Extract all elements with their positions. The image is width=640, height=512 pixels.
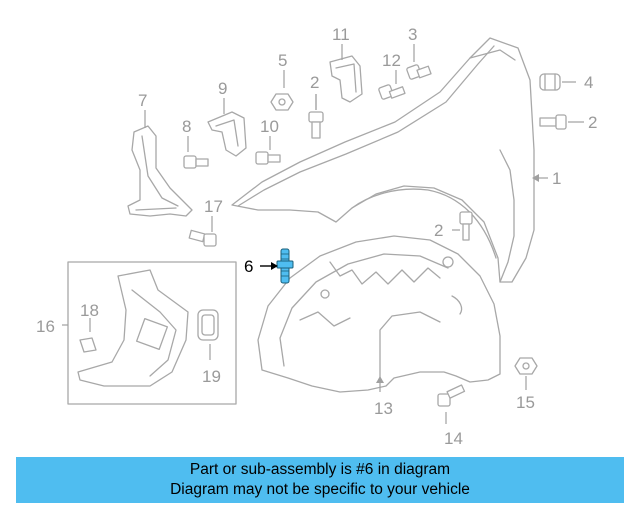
callout-6: 6: [244, 257, 253, 276]
bolt-part-3: [406, 44, 432, 80]
banner-line-2: Diagram may not be specific to your vehi…: [170, 481, 470, 498]
callout-10: 10: [260, 117, 279, 136]
callout-7: 7: [138, 91, 147, 110]
bracket-part-9: [207, 98, 247, 157]
callout-14: 14: [444, 429, 463, 448]
callout-5: 5: [278, 51, 287, 70]
leader-lines: [260, 94, 548, 392]
callout-3: 3: [408, 25, 417, 44]
callout-labels: 1 2 2 2 3 4 5 6 7 8 9 10 11 12 13 14 15 …: [36, 25, 597, 448]
callout-2-top: 2: [310, 73, 319, 92]
bolt-part-10: [255, 136, 281, 165]
callout-1: 1: [552, 169, 561, 188]
inset-box: [62, 261, 237, 405]
fender-liner-part: [257, 235, 501, 393]
callout-15: 15: [516, 393, 535, 412]
stud-part-6-highlighted: [276, 248, 294, 284]
bolt-part-8: [183, 136, 209, 169]
fender-part: [231, 37, 535, 283]
nut-part-15: [514, 357, 538, 390]
callout-13: 13: [374, 399, 393, 418]
callout-18: 18: [80, 301, 99, 320]
nut-part-4: [539, 73, 576, 91]
callout-16: 16: [36, 317, 55, 336]
banner-line-1: Part or sub-assembly is #6 in diagram: [189, 461, 451, 478]
callout-9: 9: [218, 79, 227, 98]
bolt-part-17: [188, 216, 217, 247]
callout-8: 8: [182, 117, 191, 136]
nut-part-5: [270, 70, 294, 111]
callout-2-mid: 2: [434, 221, 443, 240]
bolt-part-2-mid: [452, 211, 473, 241]
callout-17: 17: [204, 197, 223, 216]
callout-19: 19: [202, 367, 221, 386]
callout-4: 4: [584, 73, 593, 92]
callout-2-right: 2: [588, 113, 597, 132]
bolt-part-12: [378, 70, 406, 100]
callout-12: 12: [382, 51, 401, 70]
bolt-part-14: [437, 384, 466, 424]
info-banner: Part or sub-assembly is #6 in diagram Di…: [16, 457, 624, 503]
callout-11: 11: [332, 25, 350, 44]
bolt-part-2-right: [539, 114, 584, 130]
bracket-part-11: [329, 44, 363, 103]
bracket-part-7: [127, 110, 193, 217]
